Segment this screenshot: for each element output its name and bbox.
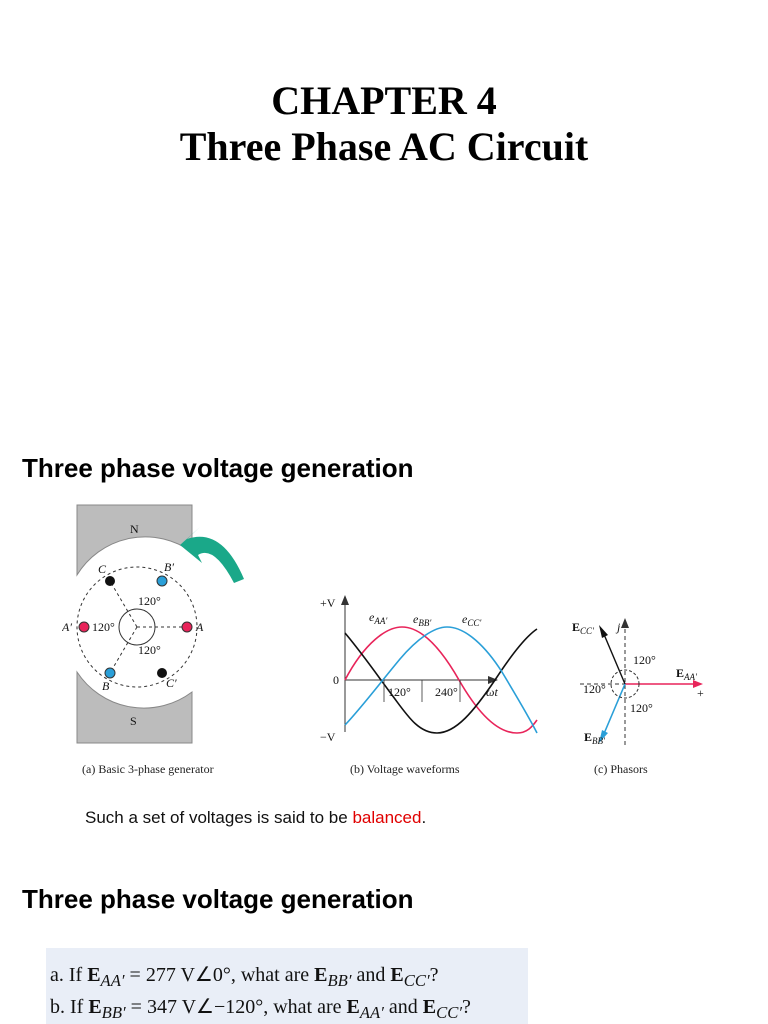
rotation-arrow-icon [180,527,244,583]
label-e-bb: eBB′ [413,612,432,628]
south-pole [76,670,193,744]
coil-b-prime-label: B′ [164,560,174,574]
wave-phase-c [344,628,538,734]
tick-240: 240° [435,685,458,699]
coil-a-prime-label: A′ [62,620,72,634]
pole-n-label: N [130,522,139,536]
wave-phase-b [344,626,538,734]
wave-zero: 0 [333,673,339,687]
phasor-diagram: ECC′ EAA′ EBB′ j + 120° 120° 120° (c) Ph… [572,618,704,776]
phasor-angle-bottom: 120° [630,701,653,715]
wave-pos-v: +V [320,596,336,610]
caption-generator: (a) Basic 3-phase generator [82,762,214,776]
chapter-subtitle: Three Phase AC Circuit [179,124,589,169]
label-omega-t: ωt [486,685,498,699]
label-e-aa: eAA′ [369,610,388,626]
chapter-number: CHAPTER 4 [271,78,497,123]
pole-s-label: S [130,714,137,728]
balanced-highlight: balanced [352,808,422,827]
caption-waveforms: (b) Voltage waveforms [350,762,460,776]
phasor-angle-top: 120° [633,653,656,667]
coil-a-label: A [195,620,204,634]
phasor-e-bb-label: EBB′ [584,730,606,746]
section-heading-1: Three phase voltage generation [22,453,414,483]
three-phase-figure: N S A A′ B′ B C C′ 120° 120° 120° (a) Ba… [62,504,704,776]
phasor-e-aa-label: EAA′ [676,666,698,682]
waveform-diagram: +V −V 0 eAA′ eBB′ eCC′ 120° 240° ωt (b) … [320,595,538,776]
generator-diagram: N S A A′ B′ B C C′ 120° 120° 120° (a) Ba… [62,504,244,776]
gen-angle-left: 120° [92,620,115,634]
tick-120: 120° [388,685,411,699]
chapter-title: CHAPTER 4 Three Phase AC Circuit [0,78,768,170]
wave-neg-v: −V [320,730,336,744]
phasor-angle-left: 120° [583,682,606,696]
section-heading-2: Three phase voltage generation [22,884,414,914]
label-e-cc: eCC′ [462,612,482,628]
coil-b-label: B [102,679,110,693]
question-b: b. If EBB′ = 347 V∠−120°, what are EAA′ … [50,996,471,1022]
phasor-j-label: j [615,620,621,634]
wave-phase-a [344,626,538,734]
question-a: a. If EAA′ = 277 V∠0°, what are EBB′ and… [50,964,439,990]
north-pole [76,504,193,577]
coil-c-prime-label: C′ [166,676,177,690]
question-box [46,948,528,1024]
coil-c-label: C [98,562,107,576]
gen-angle-bottom: 120° [138,643,161,657]
phasor-plus-label: + [697,686,704,700]
caption-phasors: (c) Phasors [594,762,648,776]
gen-angle-top: 120° [138,594,161,608]
balanced-note: Such a set of voltages is said to be bal… [85,808,427,827]
phasor-e-cc-label: ECC′ [572,620,595,636]
